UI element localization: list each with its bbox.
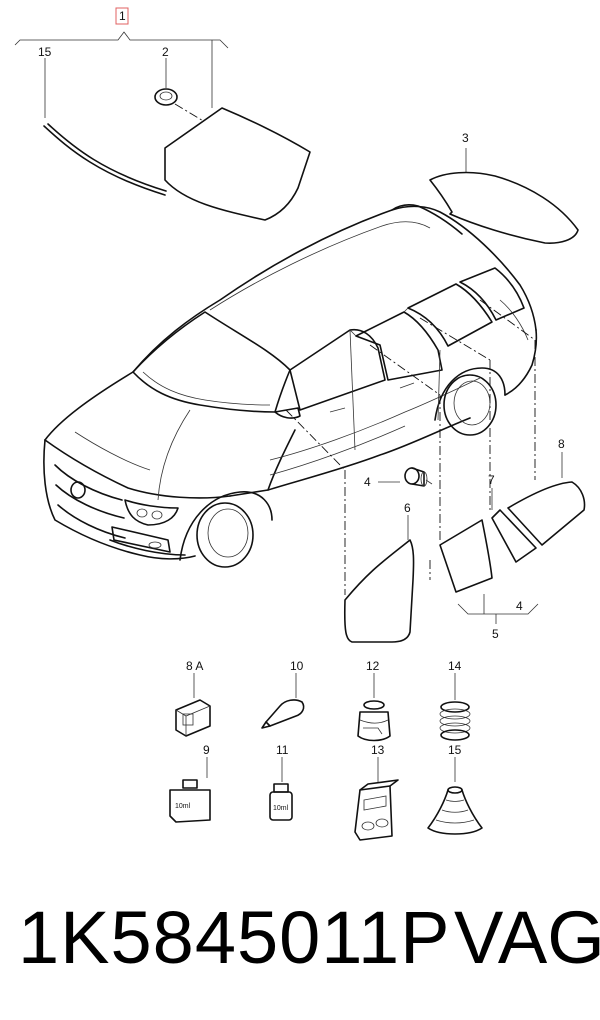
callout-2: 2 [162,45,169,59]
item-15-cone-stack [427,757,483,835]
item-13-kit-box [354,757,399,841]
callout-1-highlight-box [115,7,129,25]
callout-7: 7 [488,473,495,487]
vent-glass-7 [491,509,537,563]
item-11-vial: 10ml [269,757,293,821]
callout-3: 3 [462,131,469,145]
item-10-applicator [261,673,305,729]
group-bracket [14,7,229,118]
callout-5: 5 [492,627,499,641]
callout-8: 8 [558,437,565,451]
callout-labels: 1 15 2 3 4 6 7 8 4 5 8 A 10 12 14 9 11 1… [38,9,565,757]
callout-4-left: 4 [364,475,371,489]
callout-15-bottom: 15 [448,743,462,757]
brand-name: VAG [454,896,600,979]
item-9-bottle: 10ml [169,757,211,823]
rear-door-glass-8 [507,481,586,546]
item-14-disc-stack [439,673,471,741]
callout-1: 1 [119,9,126,23]
callout-11: 11 [276,743,289,757]
windshield-seal-strip [43,125,166,196]
leader-lines [285,299,536,595]
part-number: 1K5845011P [18,896,451,979]
grommet-4 [378,467,433,487]
callout-6: 6 [404,501,411,515]
svg-text:10ml: 10ml [175,803,191,810]
car-body [43,203,538,568]
quarter-glass-6 [343,539,415,643]
callout-10: 10 [290,659,304,673]
callout-4-right: 4 [516,599,523,613]
callout-13: 13 [371,743,385,757]
callout-15-top: 15 [38,45,52,59]
callout-14: 14 [448,659,462,673]
parts-diagram: 10ml 10ml [14,7,586,841]
rear-window [429,148,579,244]
callout-9: 9 [203,743,210,757]
item-12-cartridge [357,673,391,742]
svg-text:10ml: 10ml [273,805,289,812]
item-8a-block [175,673,211,737]
door-glass-5 [439,519,493,593]
callout-12: 12 [366,659,380,673]
callout-8a: 8 A [186,659,203,673]
windshield-glass [164,107,311,221]
